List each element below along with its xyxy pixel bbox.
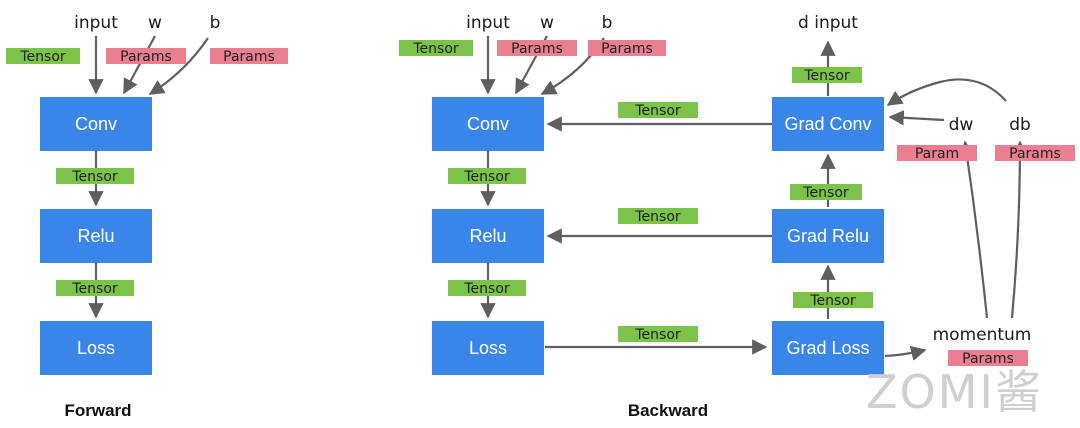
d-input-label: d input [798,13,858,33]
tag-gradrelu-relu: Tensor [634,209,681,225]
watermark: ZOMI酱 [866,365,1043,419]
db-label: db [1009,115,1031,135]
nodes: Conv Relu Loss Conv Relu Loss Grad Conv [40,97,884,375]
backward-caption: Backward [628,401,708,420]
backward-loss-label: Loss [469,338,507,358]
variable-labels: input w b input w b d input dw db moment… [74,13,1031,345]
momentum-label: momentum [933,325,1032,345]
type-tags: Tensor Params Params Tensor Tensor Tenso… [6,40,1075,367]
backward-conv-node: Conv [432,97,544,151]
forward-conv-node: Conv [40,97,152,151]
tag-db: Params [1009,146,1061,162]
backward-relu-label: Relu [469,226,506,246]
dw-label: dw [949,115,974,135]
forward-w-label: w [148,13,162,33]
grad-loss-node: Grad Loss [772,321,884,375]
backward-relu-node: Relu [432,209,544,263]
tag-gradrelu-gradconv: Tensor [802,185,849,201]
backward-b-label: b [602,13,613,33]
forward-b-label: b [210,13,221,33]
forward-caption: Forward [64,401,131,420]
grad-conv-node: Grad Conv [772,97,884,151]
tag-backward-input: Tensor [412,41,459,57]
tag-momentum: Params [962,351,1014,367]
tag-gradconv-conv: Tensor [634,103,681,119]
tag-backward-conv-relu: Tensor [463,169,510,185]
backward-input-label: input [466,13,510,33]
tag-backward-b: Params [601,41,653,57]
arrow-w-to-conv [123,35,156,95]
tag-dw: Param [915,146,959,162]
tag-forward-input: Tensor [19,49,66,65]
tag-d-input: Tensor [803,68,850,84]
forward-relu-label: Relu [77,226,114,246]
grad-conv-label: Grad Conv [784,114,871,134]
tag-loss-gradloss: Tensor [634,327,681,343]
tag-backward-w: Params [511,41,563,57]
tag-forward-b: Params [223,49,275,65]
grad-relu-label: Grad Relu [787,226,869,246]
arrow-dw-to-gradconv [888,110,945,126]
forward-conv-label: Conv [75,114,117,134]
grad-loss-label: Grad Loss [786,338,869,358]
forward-relu-node: Relu [40,209,152,263]
tag-forward-relu-loss: Tensor [71,281,118,297]
backward-conv-label: Conv [467,114,509,134]
forward-input-label: input [74,13,118,33]
arrow-momentum-to-dw [959,140,989,319]
tag-forward-conv-relu: Tensor [71,169,118,185]
tag-backward-relu-loss: Tensor [463,281,510,297]
tag-forward-w: Params [120,49,172,65]
tag-gradloss-gradrelu: Tensor [809,293,856,309]
arrow-momentum-to-db [1010,140,1028,319]
backward-loss-node: Loss [432,321,544,375]
forward-loss-label: Loss [77,338,115,358]
forward-loss-node: Loss [40,321,152,375]
arrow-db-to-gradconv [886,78,1007,106]
grad-relu-node: Grad Relu [772,209,884,263]
arrow-gradloss-to-momentum [884,345,927,361]
arrow-b-to-conv [148,37,209,95]
arrows [88,35,1028,361]
backward-w-label: w [540,13,554,33]
